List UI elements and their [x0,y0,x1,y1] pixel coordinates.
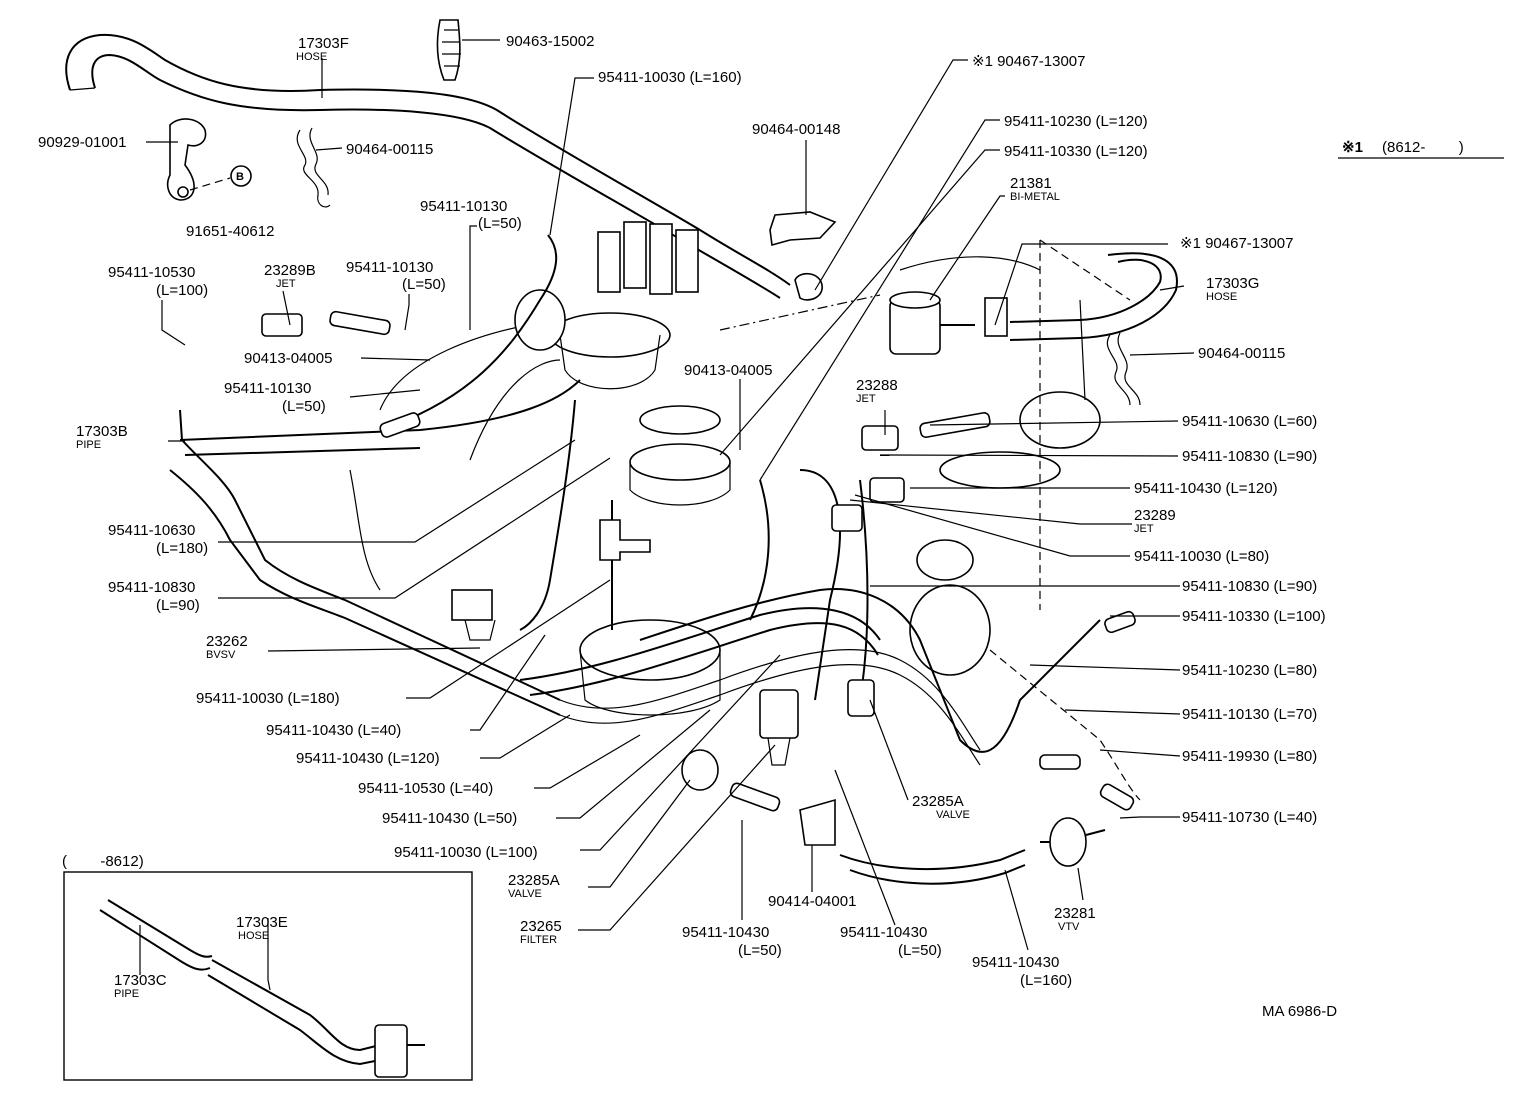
inset-labels: ( -8612) 17303E HOSE 17303C PIPE [62,853,288,1000]
callout-23281: 23281 [1054,905,1096,922]
callout-23285A-right-desc: VALVE [936,809,970,821]
callout-95411-10030-L80: 95411-10030 (L=80) [1134,548,1269,565]
b-marker-circle [230,165,252,187]
callout-95411-10030-L100: 95411-10030 (L=100) [394,844,538,861]
leader-lines [139,39,1195,991]
callout-90414-04001: 90414-04001 [768,893,856,910]
callout-23289B: 23289B [264,262,316,279]
callout-91651-40612: 91651-40612 [186,223,274,240]
callout-95411-10830-L90-left: 95411-10830 [108,579,195,596]
callout-17303F: 17303F [298,35,349,52]
callout-21381-desc: BI-METAL [1010,191,1060,203]
note-key-mark: ※1 [1342,139,1363,156]
callout-95411-10430-L50-b: 95411-10430 [682,924,769,941]
callout-17303F-desc: HOSE [296,51,327,63]
callout-labels: 17303F HOSE 90463-15002 95411-10030 (L=1… [38,33,1326,989]
callout-23262: 23262 [206,633,248,650]
callout-90464-00115-right: 90464-00115 [1198,345,1285,362]
callout-23289B-desc: JET [276,278,296,290]
callout-23262-desc: BVSV [206,649,236,661]
engine-drawing [65,19,1178,885]
callout-95411-10430-L50-a: 95411-10430 (L=50) [382,810,517,827]
callout-95411-10230-L120: 95411-10230 (L=120) [1004,113,1148,130]
inset-callout-17303E-desc: HOSE [238,930,269,942]
diagram-code: MA 6986-D [1262,1003,1337,1020]
callout-95411-10430-L120-a: 95411-10430 (L=120) [1134,480,1278,497]
callout-95411-10130-c: 95411-10130 [224,380,311,397]
callout-17303G-desc: HOSE [1206,291,1237,303]
note-key-range: (8612- ) [1382,139,1464,156]
callout-95411-10330-L120: 95411-10330 (L=120) [1004,143,1148,160]
callout-23288-desc: JET [856,393,876,405]
callout-90463-15002: 90463-15002 [506,33,594,50]
callout-95411-10630-L180: 95411-10630 [108,522,195,539]
callout-95411-10430-L50-c-len: (L=50) [898,942,942,959]
callout-23281-desc: VTV [1058,921,1080,933]
callout-23285A-left: 23285A [508,872,560,889]
callout-95411-10430-L160: 95411-10430 [972,954,1059,971]
callout-95411-10030-L160: 95411-10030 (L=160) [598,69,742,86]
callout-95411-10130-a: 95411-10130 [420,198,507,215]
callout-95411-10130-L70: 95411-10130 (L=70) [1182,706,1317,723]
note-key: ※1 (8612- ) [1338,139,1504,159]
callout-95411-10830-L90-left-len: (L=90) [156,597,200,614]
callout-90413-04005-left: 90413-04005 [244,350,332,367]
callout-95411-10830-L90-b: 95411-10830 (L=90) [1182,578,1317,595]
callout-95411-10130-a-len: (L=50) [478,215,522,232]
callout-90929-01001: 90929-01001 [38,134,126,151]
callout-23285A-left-desc: VALVE [508,888,542,900]
callout-95411-10730-L40: 95411-10730 (L=40) [1182,809,1317,826]
inset-range: ( -8612) [62,853,144,870]
callout-95411-10130-c-len: (L=50) [282,398,326,415]
callout-95411-10630-L180-len: (L=180) [156,540,208,557]
callout-95411-10530-L100: 95411-10530 [108,264,195,281]
callout-23265-desc: FILTER [520,934,557,946]
callout-17303B: 17303B [76,423,128,440]
callout-95411-10230-L80: 95411-10230 (L=80) [1182,662,1317,679]
callout-95411-10830-L90-a: 95411-10830 (L=90) [1182,448,1317,465]
callout-90464-00115-left: 90464-00115 [346,141,433,158]
callout-95411-10330-L100: 95411-10330 (L=100) [1182,608,1326,625]
callout-95411-10130-b-len: (L=50) [402,276,446,293]
callout-95411-10530-L40: 95411-10530 (L=40) [358,780,493,797]
callout-23285A-right: 23285A [912,793,964,810]
callout-23289: 23289 [1134,507,1176,524]
callout-95411-10430-L50-b-len: (L=50) [738,942,782,959]
callout-95411-10630-L60: 95411-10630 (L=60) [1182,413,1317,430]
callout-17303G: 17303G [1206,275,1259,292]
callout-90464-00148: 90464-00148 [752,121,840,138]
callout-95411-10430-L40: 95411-10430 (L=40) [266,722,401,739]
inset-callout-17303E: 17303E [236,914,288,931]
callout-21381: 21381 [1010,175,1052,192]
callout-23289-desc: JET [1134,523,1154,535]
callout-95411-10430-L50-c: 95411-10430 [840,924,927,941]
callout-17303B-desc: PIPE [76,439,101,451]
callout-23265: 23265 [520,918,562,935]
b-marker-label: B [236,171,244,183]
callout-95411-10430-L120-b: 95411-10430 (L=120) [296,750,440,767]
inset-callout-17303C: 17303C [114,972,167,989]
callout-95411-10130-b: 95411-10130 [346,259,433,276]
inset-callout-17303C-desc: PIPE [114,988,139,1000]
callout-23288: 23288 [856,377,898,394]
callout-95411-10030-L180: 95411-10030 (L=180) [196,690,340,707]
callout-95411-10530-L100-len: (L=100) [156,282,208,299]
callout-90413-04005-center: 90413-04005 [684,362,772,379]
inset-panel [63,871,473,1081]
callout-90467-13007-top: ※1 90467-13007 [972,53,1086,70]
callout-95411-19930-L80: 95411-19930 (L=80) [1182,748,1317,765]
callout-95411-10430-L160-len: (L=160) [1020,972,1072,989]
callout-90467-13007-right: ※1 90467-13007 [1180,235,1294,252]
